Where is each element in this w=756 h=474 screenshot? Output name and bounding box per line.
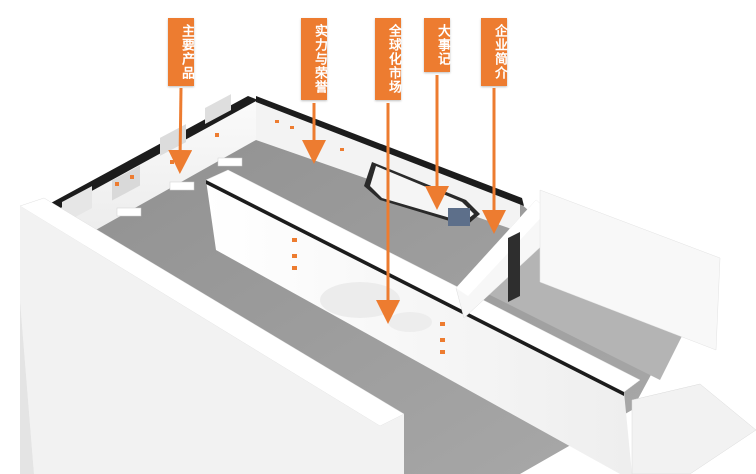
label-global-market: 全球化市场: [375, 18, 401, 100]
pointer-main-products: [168, 87, 193, 174]
pillar: [508, 232, 520, 302]
back-wall-left: [38, 96, 256, 262]
entrance-ramp: [631, 383, 756, 474]
label-strength-honor: 实力与荣誉: [301, 18, 327, 100]
side-room-wall: [539, 189, 721, 351]
back-wall-top-trim: [38, 96, 258, 216]
milestone-photo: [448, 208, 470, 226]
side-room-floor: [470, 236, 700, 380]
center-partition-trim: [206, 180, 624, 396]
label-company-intro: 企业简介: [481, 18, 507, 86]
label-milestones: 大事记: [424, 18, 450, 72]
front-wall-face: [20, 206, 404, 474]
front-wall-shadow: [20, 300, 34, 474]
right-wall-top: [456, 200, 548, 296]
back-wall-right-trim: [256, 96, 524, 206]
label-main-products: 主要产品: [168, 18, 194, 86]
display-shelves: [116, 157, 243, 217]
